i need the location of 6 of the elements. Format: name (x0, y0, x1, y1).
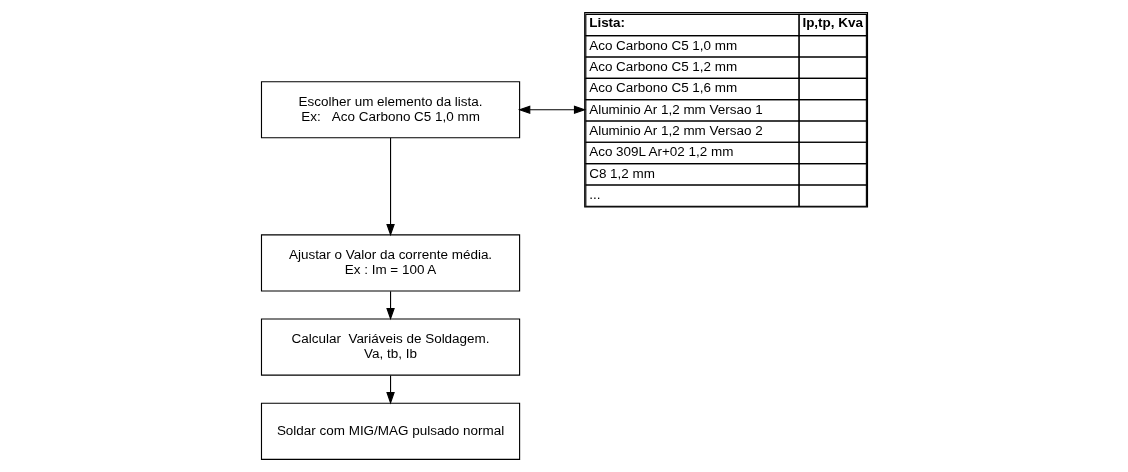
node-box: Soldar com MIG/MAG pulsado normal (260, 402, 520, 460)
node-box: Calcular Variáveis de Soldagem. Va, tb, Ib (260, 318, 520, 376)
node-box: Escolher um elemento da lista. Ex: Aco Carbono C5 1,0 mm (260, 81, 520, 139)
arrow (517, 105, 586, 115)
arrow (385, 137, 395, 237)
node-box: Ajustar o Valor da corrente média. Ex : Im = 100 A (260, 234, 520, 292)
